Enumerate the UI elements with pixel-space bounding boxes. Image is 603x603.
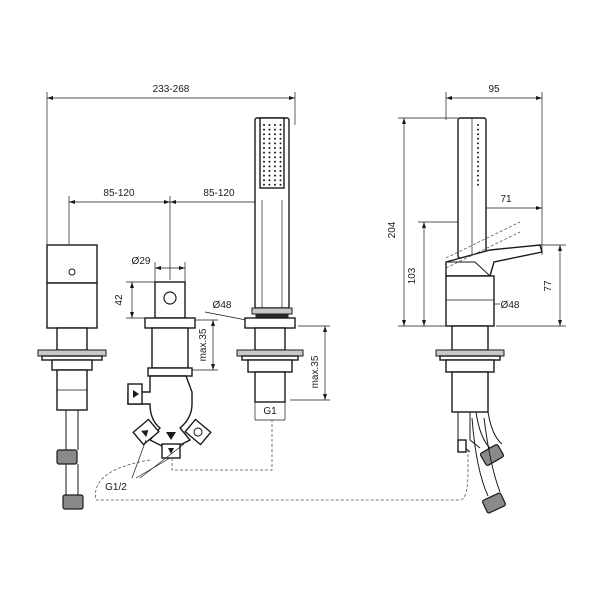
spray-hole (263, 133, 265, 136)
spray-hole (274, 142, 276, 145)
spray-hole (268, 179, 271, 182)
spray-hole (268, 165, 271, 168)
hose-routing (95, 420, 469, 501)
mixer-body-front (37, 244, 107, 510)
spray-hole (274, 124, 276, 126)
spray-hole (274, 183, 276, 186)
spray-hole (274, 128, 276, 131)
spray-hole (268, 124, 271, 126)
dimension-label-diameter-48-front: Ø48 (213, 300, 232, 311)
dimension-label-side-width: 95 (488, 84, 500, 95)
spray-hole (263, 137, 265, 140)
spray-hole (279, 156, 282, 159)
spray-hole (477, 170, 479, 172)
spray-hole (279, 183, 282, 186)
spray-hole (263, 124, 265, 126)
spray-hole (279, 174, 282, 177)
spray-hole (274, 174, 276, 177)
spray-hole (274, 160, 276, 163)
spray-hole (263, 147, 265, 149)
spray-hole (477, 133, 479, 136)
diverter-valve: Ø29 42 max.35 (105, 256, 218, 493)
spray-hole (263, 142, 265, 145)
spray-hole (274, 165, 276, 168)
spray-hole (274, 170, 276, 172)
spray-hole (477, 183, 479, 186)
spray-hole (274, 151, 276, 154)
dimension-label-overall-width: 233-268 (153, 84, 190, 95)
dimension-label-spacing-left: 85-120 (103, 188, 135, 199)
dimension-label-spacing-right: 85-120 (203, 188, 235, 199)
dimension-label-side-height-77: 77 (543, 280, 554, 292)
spray-hole (263, 151, 265, 154)
spray-hole (263, 170, 265, 172)
dimension-label-max35-left: max.35 (198, 328, 209, 361)
spray-hole (477, 137, 479, 140)
hand-shower-front: Ø48 max.35 G1 (204, 117, 330, 421)
spray-holes (263, 124, 282, 186)
spray-hole (263, 174, 265, 177)
spray-hole (477, 160, 479, 163)
dimension-overall-width: 233-268 (46, 84, 296, 245)
spray-hole (279, 170, 282, 172)
dimension-label-diameter-29: Ø29 (132, 256, 151, 267)
spray-hole (263, 128, 265, 131)
spray-hole (268, 170, 271, 172)
side-view: 95 204 71 103 77 (387, 84, 566, 514)
spray-hole (274, 137, 276, 140)
spray-hole (477, 128, 479, 131)
spray-hole (279, 124, 282, 126)
dimension-label-height-42: 42 (114, 294, 125, 306)
dimension-label-max35-right: max.35 (310, 355, 321, 388)
spray-hole (477, 165, 479, 168)
spray-hole (268, 147, 271, 149)
spray-hole (268, 133, 271, 136)
spray-hole (268, 142, 271, 145)
spray-hole (279, 179, 282, 182)
dimension-label-diameter-48-side: Ø48 (501, 300, 520, 311)
dimension-label-side-height-204: 204 (387, 221, 398, 238)
spray-hole (477, 151, 479, 154)
spray-hole (279, 128, 282, 131)
spray-hole (274, 147, 276, 149)
spray-hole (268, 137, 271, 140)
spray-hole (477, 142, 479, 145)
spray-hole (279, 151, 282, 154)
spray-hole (263, 156, 265, 159)
spray-hole (263, 183, 265, 186)
spray-hole (268, 156, 271, 159)
spray-side-holes (477, 124, 479, 186)
spray-hole (279, 137, 282, 140)
dimension-label-side-reach-71: 71 (500, 194, 512, 205)
spray-hole (279, 133, 282, 136)
spray-hole (477, 174, 479, 177)
spray-hole (279, 160, 282, 163)
spray-hole (268, 128, 271, 131)
spray-hole (279, 165, 282, 168)
spray-hole (279, 142, 282, 145)
spray-hole (268, 183, 271, 186)
spray-hole (263, 179, 265, 182)
spray-hole (477, 147, 479, 149)
spray-hole (274, 179, 276, 182)
spray-hole (477, 156, 479, 159)
spray-hole (268, 151, 271, 154)
spray-hole (274, 133, 276, 136)
spray-hole (263, 160, 265, 163)
spray-hole (268, 174, 271, 177)
dimension-label-g1: G1 (263, 406, 277, 417)
spray-hole (477, 124, 479, 126)
spray-hole (263, 165, 265, 168)
spray-hole (268, 160, 271, 163)
spray-hole (274, 156, 276, 159)
dimension-label-g12: G1/2 (105, 482, 127, 493)
spray-hole (279, 147, 282, 149)
dimension-label-side-height-103: 103 (407, 267, 418, 284)
spray-hole (477, 179, 479, 182)
